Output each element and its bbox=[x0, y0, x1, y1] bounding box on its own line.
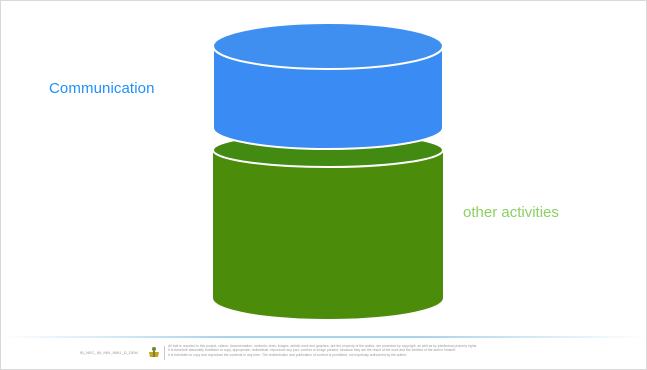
footer-separator bbox=[164, 346, 165, 360]
other-activities-cylinder bbox=[212, 132, 444, 319]
footer-document-code: IB_NEC_IM_INN_INN1_D_DEM bbox=[80, 350, 138, 355]
communication-cylinder bbox=[212, 22, 444, 150]
communication-label: Communication bbox=[49, 80, 155, 97]
communication-cylinder-body bbox=[212, 45, 444, 150]
footer-divider bbox=[0, 336, 647, 338]
other-activities-label: other activities bbox=[463, 204, 559, 221]
legal-line: All that is reported in this project, vi… bbox=[168, 344, 478, 348]
crest-logo-icon bbox=[149, 347, 159, 357]
footer-legal-notice: All that is reported in this project, vi… bbox=[168, 344, 588, 357]
legal-line: It is therefore absolutely forbidden to … bbox=[168, 348, 456, 353]
communication-cylinder-top bbox=[212, 22, 444, 70]
legal-line: It is forbidden to copy and reproduce th… bbox=[168, 352, 408, 357]
other-activities-cylinder-body bbox=[213, 150, 443, 319]
